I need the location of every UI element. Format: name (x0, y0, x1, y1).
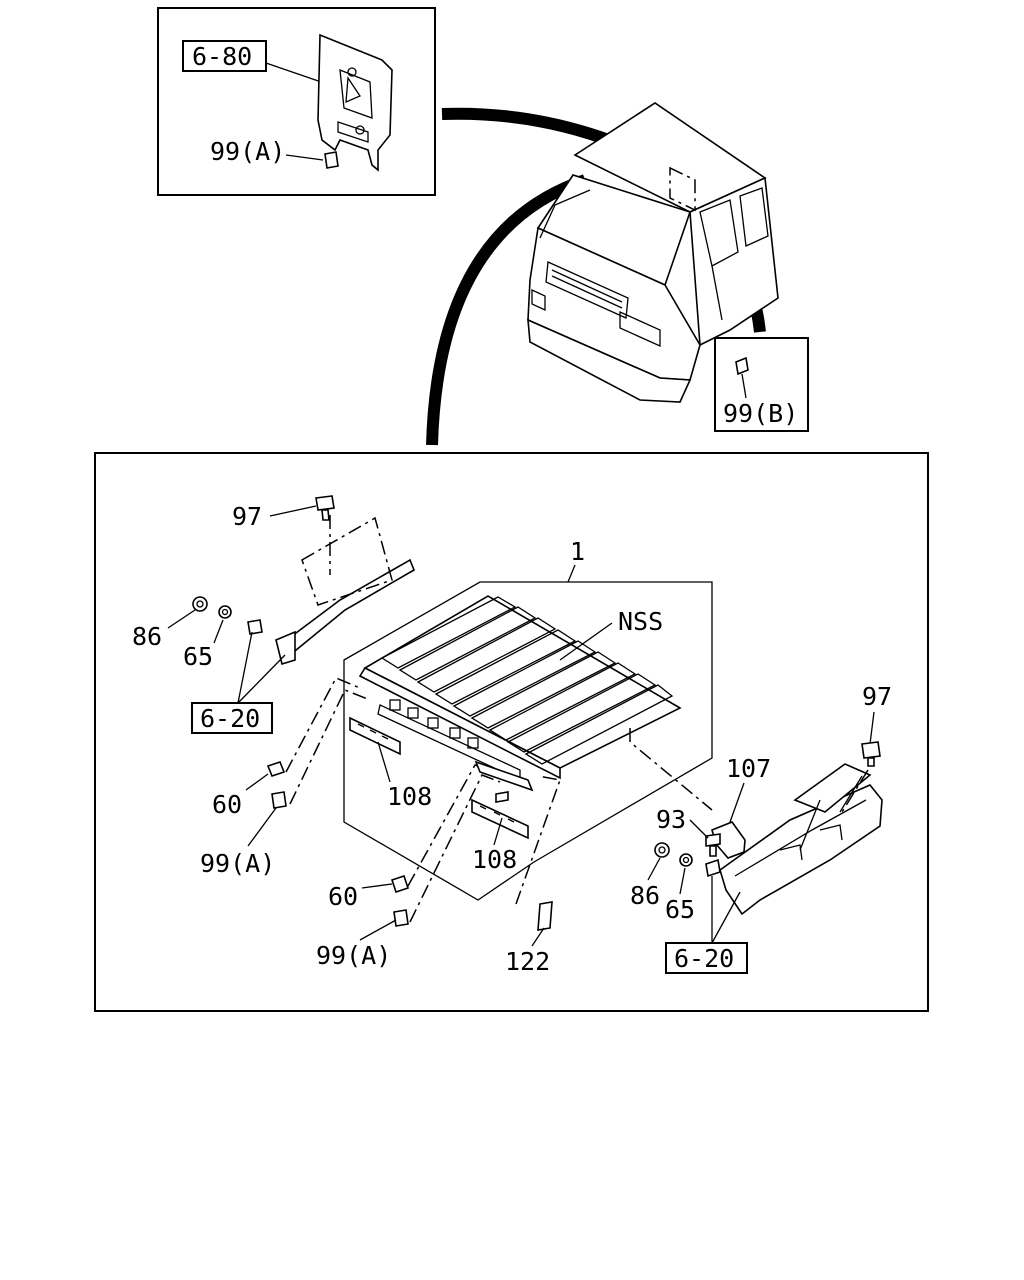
part-99a-mid-label: 99(A) (200, 849, 275, 878)
part-108-lower-label: 108 (472, 845, 517, 874)
screw-93-part (705, 833, 721, 857)
leader-99a-low (359, 919, 397, 941)
washer-65-left-part (218, 605, 232, 619)
leader-nss (559, 622, 613, 661)
clip-nut-part (324, 151, 339, 169)
part-99b-label: 99(B) (723, 399, 798, 428)
leader-65-right (679, 867, 686, 895)
roof-panel-part (358, 595, 682, 782)
leader-86-left (167, 609, 196, 629)
part-97-right-label: 97 (862, 682, 892, 711)
leader-93 (689, 819, 709, 839)
part-107-label: 107 (726, 754, 771, 783)
leader-60-upper (245, 773, 269, 791)
clip-99a-low-part (393, 909, 409, 927)
leader-99b (741, 373, 747, 399)
leader-108-upper (377, 741, 391, 783)
part-60-lower-label: 60 (328, 882, 358, 911)
leader-86-right (647, 857, 661, 881)
truck-cab-illustration (527, 102, 779, 403)
part-86-right-label: 86 (630, 881, 660, 910)
clip-99a-mid-part (271, 791, 287, 809)
dash-99a-mid (289, 689, 371, 805)
nss-label: NSS (618, 607, 663, 636)
part-93-label: 93 (656, 805, 686, 834)
part-1-outline (343, 581, 713, 901)
inset-99b-frame (714, 337, 809, 432)
nut-86-right-part (654, 842, 670, 858)
bolt-97-right-part (861, 741, 881, 767)
leader-6-20-right-b (711, 891, 741, 944)
plug-60-upper-part (266, 761, 286, 777)
ref-6-20-left-box[interactable] (191, 702, 273, 734)
clip-99b-part (735, 356, 749, 376)
leader-99a-mid (247, 807, 277, 847)
ref-6-20-right-label: 6-20 (674, 944, 734, 973)
leader-1 (567, 564, 576, 583)
ref-6-20-left-label: 6-20 (200, 704, 260, 733)
clip-rail-left-part (247, 619, 263, 635)
roof-bracket-part (317, 33, 393, 172)
part-122-label: 122 (505, 947, 550, 976)
bolt-97-left-part (315, 495, 335, 521)
leader-108-lower (493, 817, 503, 846)
inset-6-80: 6-80 99(A) (157, 7, 436, 196)
dash-97-right (841, 769, 869, 813)
leader-6-20-left-a (237, 631, 253, 704)
ref-6-80-label: 6-80 (192, 42, 252, 71)
part-65-left-label: 65 (183, 642, 213, 671)
leader-97-left (269, 505, 317, 517)
dash-99a-low (409, 774, 501, 923)
part-99a-label-top: 99(A) (210, 137, 285, 166)
front-header-strip-part (474, 760, 534, 792)
part-86-left-label: 86 (132, 622, 162, 651)
part-1-label: 1 (570, 537, 585, 566)
leader-99a-top (285, 154, 324, 161)
main-view-frame (94, 452, 929, 1012)
plug-60-lower-part (390, 874, 410, 894)
part-108-upper-label: 108 (387, 782, 432, 811)
inset-frame (157, 7, 436, 196)
inset-99b: 99(B) (714, 337, 809, 432)
dash-107 (629, 728, 713, 811)
leader-97-right (869, 711, 875, 745)
leader-122 (531, 927, 545, 947)
ref-6-20-right-box[interactable] (665, 942, 748, 974)
dash-60-upper (285, 677, 361, 773)
part-60-upper-label: 60 (212, 790, 242, 819)
clip-108-upper-part (349, 716, 401, 756)
dash-122 (515, 775, 562, 905)
leader-60-lower (361, 883, 393, 889)
leader-6-20-left-b (237, 654, 286, 704)
left-roof-rail-part (275, 515, 415, 666)
ref-6-80-box[interactable] (182, 40, 267, 72)
part-97-left-label: 97 (232, 502, 262, 531)
leader-65-left (213, 619, 224, 644)
part-65-right-label: 65 (665, 895, 695, 924)
leader-107 (729, 782, 745, 823)
part-99a-low-label: 99(A) (316, 941, 391, 970)
connector-main (426, 174, 587, 446)
washer-65-right-part (679, 853, 693, 867)
nut-86-left-part (192, 596, 208, 612)
clip-rail-right-part (705, 858, 721, 878)
clip-108-lower-part (471, 798, 529, 840)
clip-122-part (537, 901, 553, 931)
